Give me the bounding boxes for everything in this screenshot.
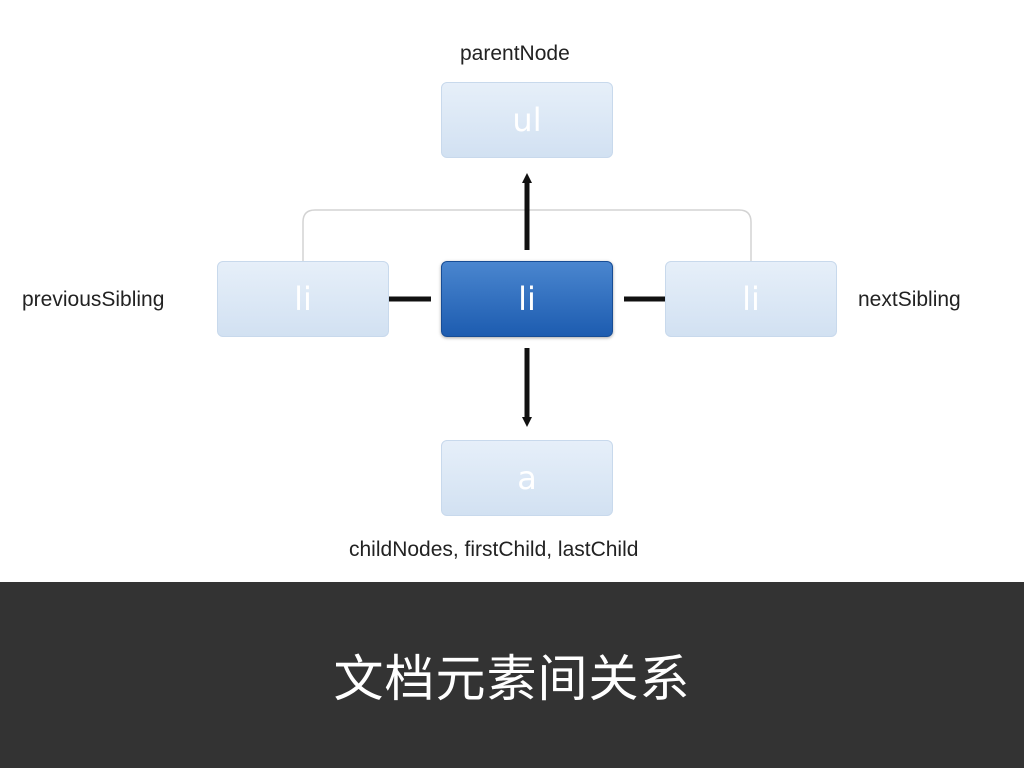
current-li-node-text: li [518, 280, 536, 318]
connectors [302, 173, 752, 427]
next-li-node: li [665, 261, 837, 337]
slide-title-bar: 文档元素间关系 [0, 582, 1024, 768]
parent-ul-node: ul [441, 82, 613, 158]
previous-sibling-label: previousSibling [22, 288, 165, 311]
child-nodes-label: childNodes, firstChild, lastChild [349, 538, 639, 561]
current-li-node: li [441, 261, 613, 337]
dom-relationship-diagram: parentNode ul previousSibling li li li n… [22, 42, 961, 561]
child-a-node-text: a [517, 459, 537, 497]
parent-node-label: parentNode [460, 42, 570, 65]
previous-li-node: li [217, 261, 389, 337]
next-sibling-label: nextSibling [858, 288, 961, 311]
slide-title: 文档元素间关系 [333, 650, 691, 708]
previous-li-node-text: li [294, 280, 312, 318]
parent-ul-node-text: ul [512, 101, 542, 139]
next-li-node-text: li [742, 280, 760, 318]
child-a-node: a [441, 440, 613, 516]
